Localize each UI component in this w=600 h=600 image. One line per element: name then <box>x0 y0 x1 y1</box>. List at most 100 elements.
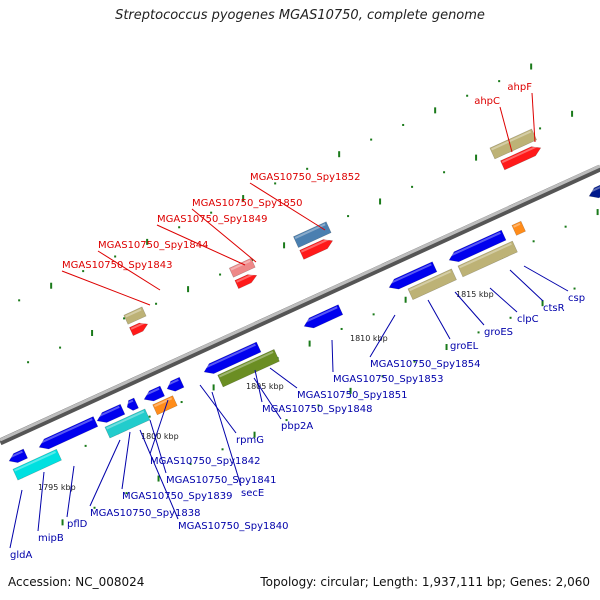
gene-arrow-shape <box>38 416 99 450</box>
gene-label-mipb-leader <box>37 471 45 532</box>
gene-block-shine <box>218 351 274 378</box>
gene-arrow-shine <box>96 405 120 419</box>
gene-label-csp: csp <box>568 293 585 304</box>
tick-mark <box>251 258 254 261</box>
gene-arrow-shine <box>388 263 432 285</box>
tick-mark <box>372 313 375 316</box>
gene-label-mgas10750-spy1841: MGAS10750_Spy1841 <box>166 475 276 486</box>
tick-mark <box>210 211 213 214</box>
gene-arrow-shape <box>8 448 28 463</box>
tick-mark <box>274 182 277 185</box>
tick-mark <box>91 329 94 336</box>
gene-block-shape <box>511 220 526 236</box>
gene-block-shine <box>125 308 142 318</box>
scale-ticks <box>18 63 599 526</box>
tick-mark <box>347 215 350 218</box>
gene-label-ctsr-leader <box>509 269 544 302</box>
tick-mark <box>114 255 117 258</box>
gene-block-shape <box>217 349 280 388</box>
gene-arrow-shape <box>500 146 542 171</box>
gene-labels: MGAS10750_Spy1843 MGAS10750_Spy1844MGAS10… <box>9 82 585 561</box>
gene-label-mgas10750-spy1853: MGAS10750_Spy1853 <box>333 374 443 385</box>
genome-backbone <box>0 164 600 446</box>
gene-arrow <box>588 180 600 199</box>
gene-label-rpmg-leader <box>199 384 237 434</box>
gene-arrow-shape <box>234 274 258 289</box>
gene-block-shine <box>230 259 251 271</box>
tick-mark <box>308 340 311 347</box>
gene-arrow <box>38 416 99 450</box>
gene-arrow <box>234 273 258 289</box>
gene-label-mgas10750-spy1842-leader <box>149 399 169 455</box>
tick-mark <box>317 404 320 407</box>
tick-mark <box>61 519 64 526</box>
tick-mark <box>212 384 215 391</box>
gene-arrow-shape <box>299 239 334 260</box>
tick-mark <box>283 242 286 249</box>
gene-block-shine <box>14 450 56 472</box>
gene-label-mgas10750-spy1843: MGAS10750_Spy1843 <box>62 260 172 271</box>
tick-mark <box>477 331 480 334</box>
gene-arrow-shape <box>448 229 507 263</box>
gene-block-shine <box>513 222 521 228</box>
gene-block-shine <box>153 397 173 408</box>
gene-label-mgas10750-spy1838-leader <box>89 439 121 507</box>
gene-arrow-shape <box>166 376 185 392</box>
gene-arrow-shine <box>203 343 256 370</box>
tick-mark <box>402 123 405 126</box>
genome-stats-text: Topology: circular; Length: 1,937,111 bp… <box>260 575 590 589</box>
gene-arrow-shape <box>203 341 262 374</box>
gene-label-mgas10750-spy1854-leader <box>369 314 396 358</box>
gene-block-shape <box>123 306 147 325</box>
tick-mark <box>413 360 416 363</box>
tick-mark <box>539 127 542 130</box>
tick-mark <box>370 138 373 141</box>
tick-mark <box>178 226 181 229</box>
gene-label-ctsr: ctsR <box>543 303 565 314</box>
gene-label-pfld: pflD <box>67 519 88 530</box>
gene-label-glda: gldA <box>10 550 32 561</box>
gene-arrow-shine <box>130 321 146 330</box>
gene-arrow-shape <box>126 397 139 411</box>
tick-mark <box>445 344 448 351</box>
gene-label-mgas10750-spy1839-leader <box>121 431 131 490</box>
gene-block-shape <box>457 240 518 278</box>
tick-mark <box>59 346 62 349</box>
tick-mark <box>381 375 384 378</box>
tick-mark <box>596 209 599 216</box>
gene-arrow-shape <box>96 403 126 423</box>
gene-label-ahpf-leader <box>531 92 536 143</box>
tick-mark <box>148 415 151 418</box>
tick-mark <box>189 462 192 465</box>
gene-label-mgas10750-spy1849-leader <box>156 224 246 266</box>
gene-arrow <box>8 448 28 463</box>
tick-mark <box>411 185 414 188</box>
gene-label-mgas10750-spy1853-leader <box>331 339 334 373</box>
gene-label-pbp2a: pbp2A <box>281 421 313 432</box>
gene-arrow <box>126 397 139 411</box>
tick-mark <box>443 171 446 174</box>
tick-mark <box>155 302 158 305</box>
map-title: Streptococcus pyogenes MGAS10750, comple… <box>115 8 485 23</box>
gene-block <box>489 128 537 160</box>
scale-label: 1800 kbp <box>141 432 179 441</box>
tick-mark <box>475 154 478 161</box>
gene-arrow-shape <box>303 304 344 329</box>
gene-block-shape <box>104 408 151 439</box>
gene-label-glda-leader <box>9 489 23 549</box>
tick-mark <box>82 270 85 273</box>
gene-block-shine <box>491 130 532 151</box>
gene-label-mgas10750-spy1838: MGAS10750_Spy1838 <box>90 508 200 519</box>
gene-arrow-shape <box>143 385 165 402</box>
scale-label: 1795 kbp <box>38 483 76 492</box>
gene-label-ahpc: ahpC <box>474 96 500 107</box>
gene-arrow <box>500 145 542 171</box>
gene-label-pfld-leader <box>66 465 75 518</box>
gene-label-groes: groES <box>484 327 513 338</box>
gene-label-sece: secE <box>241 488 264 499</box>
tick-mark <box>123 317 126 320</box>
gene-label-mgas10750-spy1844: MGAS10750_Spy1844 <box>98 240 208 251</box>
tick-mark <box>379 198 382 205</box>
gene-arrow-shine <box>300 237 330 253</box>
